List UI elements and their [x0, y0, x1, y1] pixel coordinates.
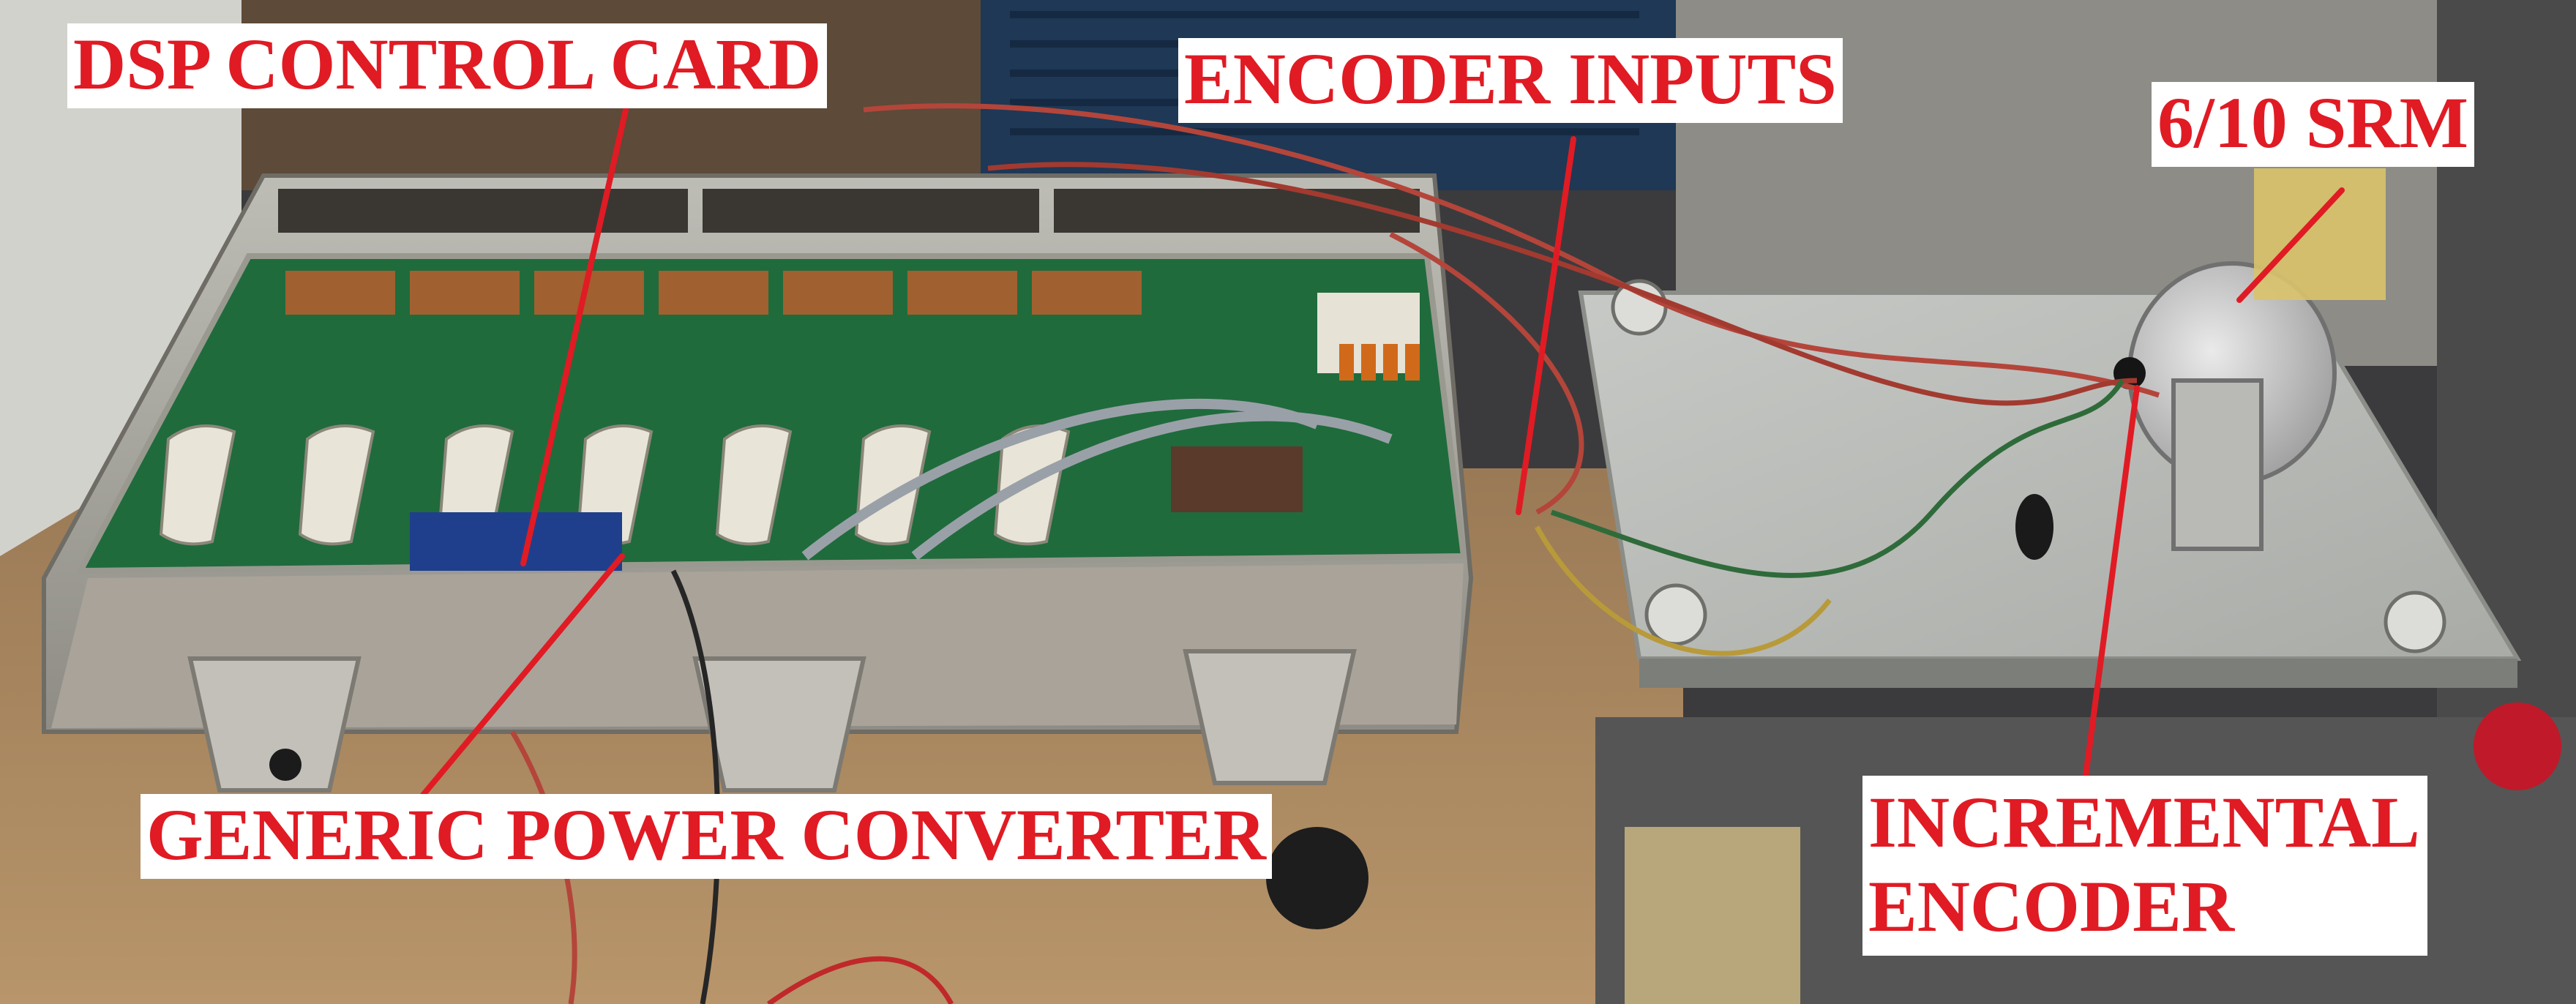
housing-slot-2	[703, 189, 1039, 233]
encoder-inputs-pointer	[1516, 136, 1576, 515]
pointer-lines	[418, 107, 2345, 801]
ferrite-bead	[2015, 494, 2053, 560]
incremental-encoder-pointer	[2083, 385, 2140, 779]
housing-front	[51, 563, 1464, 728]
label-dsp-control-card: DSP CONTROL CARD	[67, 23, 828, 108]
bench-knob	[269, 749, 302, 781]
capacitors	[1339, 344, 1420, 381]
srm-base-edge	[1639, 659, 2517, 688]
red-wire-spool	[2474, 703, 2561, 790]
label-encoder-inputs: ENCODER INPUTS	[1178, 38, 1843, 123]
housing-slot-1	[278, 189, 688, 233]
label-incremental-line1: INCREMENTAL	[1868, 782, 2420, 863]
housing-slot-3	[1054, 189, 1420, 233]
srm-pointer	[2236, 187, 2345, 303]
motor-stand	[2171, 378, 2264, 551]
label-srm: 6/10 SRM	[2152, 82, 2474, 167]
dsp-card	[410, 512, 622, 571]
label-generic-power-converter: GENERIC POWER CONVERTER	[141, 794, 1272, 879]
tape-roll	[1266, 827, 1368, 929]
wiring	[509, 103, 2160, 1004]
converter-pointer	[418, 553, 625, 801]
gate-driver-row	[285, 271, 1142, 315]
dsp-pointer	[520, 107, 629, 566]
equipment-label	[1625, 827, 1800, 1004]
shunt-block	[1171, 446, 1303, 512]
pcb-main	[75, 253, 1467, 574]
yellow-insulation	[2254, 168, 2386, 300]
label-incremental-line2: ENCODER	[1868, 866, 2235, 947]
mounting-brackets	[187, 649, 1357, 793]
label-incremental-encoder: INCREMENTAL ENCODER	[1862, 776, 2427, 956]
